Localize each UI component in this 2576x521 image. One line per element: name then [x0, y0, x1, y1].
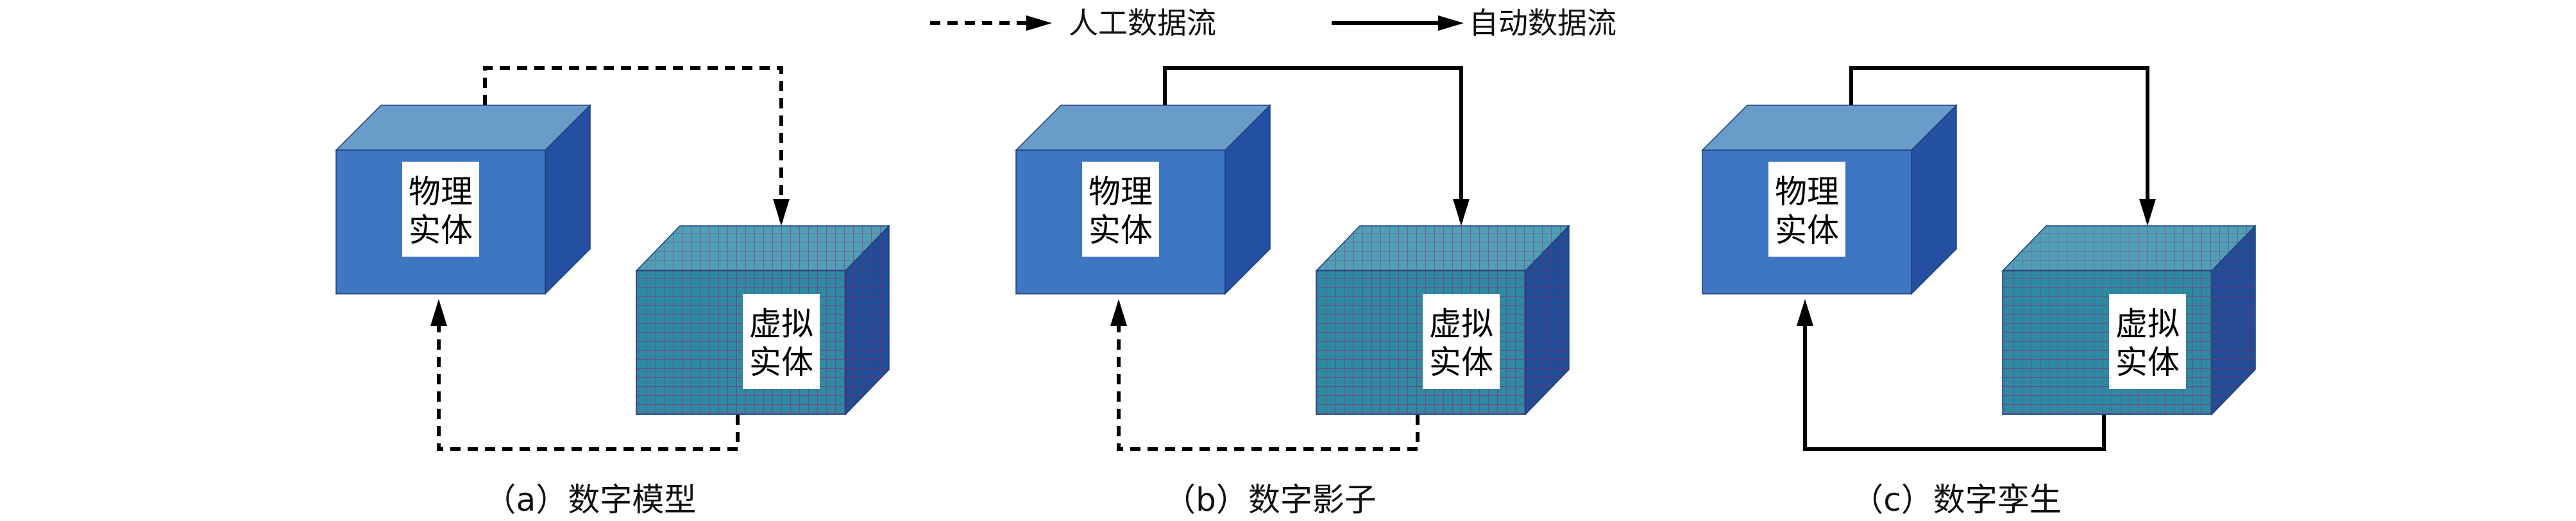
physical-entity-label-line1: 物理 [409, 173, 473, 210]
panel-caption: （c）数字孪生 [1851, 481, 2062, 518]
physical-entity-label-line2: 实体 [1775, 212, 1839, 249]
virtual-entity-cube-top-face [635, 225, 890, 271]
physical-entity-label-line2: 实体 [1089, 212, 1153, 249]
physical-entity-label-background [1082, 162, 1159, 257]
virtual-entity-cube-top-face [2001, 225, 2257, 271]
virtual-entity-label-background [1423, 294, 1500, 389]
arrowhead-icon [2139, 199, 2156, 226]
solid-flow-line [1803, 326, 2106, 451]
virtual-entity-label-line2: 实体 [1429, 344, 1493, 381]
virtual-entity-label-line2: 实体 [749, 344, 813, 381]
flow-physical-to-virtual [1849, 66, 2156, 226]
legend-manual-flow-label: 人工数据流 [1069, 6, 1216, 40]
physical-entity-label-background [402, 162, 479, 257]
arrowhead-icon [430, 299, 447, 326]
legend-auto-flow: 自动数据流 [1332, 6, 1616, 40]
solid-flow-line [1849, 66, 2149, 221]
virtual-entity-label-line1: 虚拟 [2115, 305, 2180, 343]
flow-physical-to-virtual [483, 66, 790, 226]
physical-entity-label-line1: 物理 [1089, 173, 1153, 210]
panel-caption: （b）数字影子 [1164, 481, 1377, 518]
virtual-entity-label-background [743, 294, 820, 389]
virtual-entity-label-background [2109, 294, 2186, 389]
dashed-flow-line [437, 326, 740, 451]
arrowhead-icon [1797, 299, 1813, 326]
dashed-flow-line [483, 66, 783, 221]
legend-auto-flow-label: 自动数据流 [1469, 6, 1616, 40]
flow-virtual-to-physical [430, 299, 740, 451]
panel-caption: （a）数字模型 [484, 481, 697, 518]
virtual-entity-label-line1: 虚拟 [1429, 305, 1493, 343]
flow-virtual-to-physical [1110, 299, 1419, 451]
physical-entity-label-background [1768, 162, 1845, 257]
flow-physical-to-virtual [1163, 66, 1470, 226]
virtual-entity-label-line2: 实体 [2115, 344, 2180, 381]
flow-virtual-to-physical [1797, 299, 2106, 451]
physical-entity-label-line1: 物理 [1775, 173, 1839, 210]
virtual-entity-label-line1: 虚拟 [749, 305, 813, 343]
arrowhead-icon [773, 199, 790, 226]
arrowhead-icon [1026, 15, 1052, 31]
arrowhead-icon [1110, 299, 1127, 326]
legend: 人工数据流 自动数据流 [930, 6, 1616, 40]
dashed-flow-line [1117, 326, 1419, 451]
panels: 物理实体虚拟实体（a）数字模型物理实体虚拟实体（b）数字影子物理实体虚拟实体（c… [335, 66, 2257, 518]
legend-manual-flow: 人工数据流 [930, 6, 1216, 40]
arrowhead-icon [1453, 199, 1470, 226]
solid-flow-line [1163, 66, 1463, 221]
virtual-entity-cube-top-face [1315, 225, 1570, 271]
arrowhead-icon [1438, 15, 1464, 31]
physical-entity-label-line2: 实体 [409, 212, 473, 249]
